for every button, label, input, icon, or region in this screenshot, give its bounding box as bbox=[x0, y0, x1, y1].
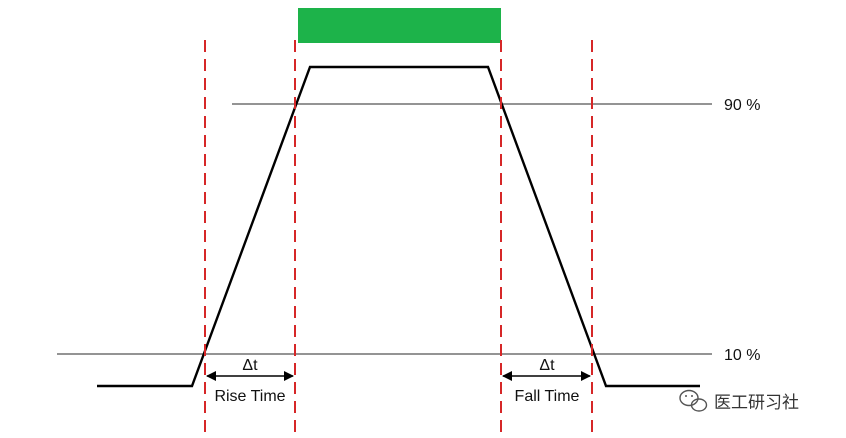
level-label-90: 90 % bbox=[724, 97, 760, 114]
waveform bbox=[97, 65, 700, 388]
rise-delta-label: Δt bbox=[242, 357, 258, 374]
fall-time-label: Fall Time bbox=[515, 388, 580, 405]
level-label-10: 10 % bbox=[724, 347, 760, 364]
highlight-bar bbox=[298, 8, 501, 43]
rise-time-label: Rise Time bbox=[214, 388, 285, 405]
watermark-text: 医工研习社 bbox=[714, 393, 799, 412]
wechat-icon bbox=[679, 389, 708, 412]
fall-delta-label: Δt bbox=[539, 357, 555, 374]
